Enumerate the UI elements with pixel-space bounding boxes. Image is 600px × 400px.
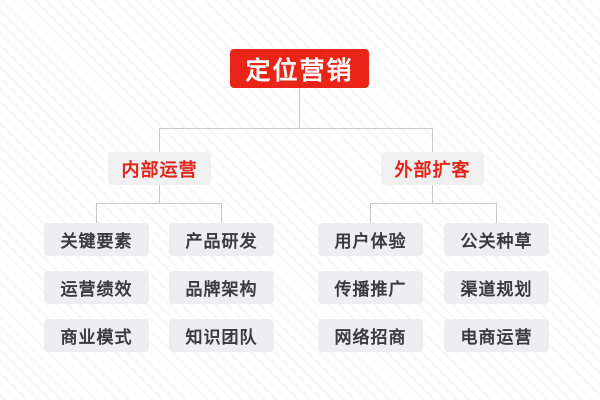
leaf-node-label: 网络招商: [334, 328, 407, 347]
branch-node-waibukuoke[interactable]: 外部扩客: [381, 152, 484, 185]
leaf-node[interactable]: 产品研发: [169, 223, 274, 256]
root-node-label: 定位营销: [245, 56, 354, 85]
leaf-node[interactable]: 知识团队: [169, 319, 274, 352]
connector-root-bar: [159, 128, 433, 129]
leaf-node[interactable]: 品牌架构: [169, 271, 274, 304]
leaf-node[interactable]: 传播推广: [318, 271, 423, 304]
connector-root-stem: [299, 88, 300, 128]
leaf-node[interactable]: 公关种草: [444, 223, 549, 256]
connector-drop-leaf-col2: [221, 203, 222, 223]
connector-drop-leaf-col1: [96, 203, 97, 223]
leaf-node[interactable]: 商业模式: [44, 319, 149, 352]
leaf-node[interactable]: 渠道规划: [444, 271, 549, 304]
branch-node-label: 外部扩客: [394, 159, 471, 180]
leaf-node-label: 传播推广: [334, 280, 407, 299]
leaf-node[interactable]: 电商运营: [444, 319, 549, 352]
leaf-node-label: 用户体验: [334, 232, 407, 251]
connector-drop-leaf-col4: [496, 203, 497, 223]
leaf-node-label: 渠道规划: [460, 280, 533, 299]
leaf-node[interactable]: 用户体验: [318, 223, 423, 256]
connector-right-branch-bar: [370, 203, 496, 204]
branch-node-label: 内部运营: [121, 159, 198, 180]
leaf-node-label: 产品研发: [185, 232, 258, 251]
connector-right-branch-stem: [432, 185, 433, 203]
branch-node-neibuyunying[interactable]: 内部运营: [108, 152, 211, 185]
leaf-node[interactable]: 关键要素: [44, 223, 149, 256]
leaf-node-label: 知识团队: [185, 328, 258, 347]
leaf-node-label: 品牌架构: [185, 280, 258, 299]
leaf-node[interactable]: 网络招商: [318, 319, 423, 352]
connector-drop-branch-left: [159, 128, 160, 152]
root-node-dingweiyingxiao[interactable]: 定位营销: [230, 49, 369, 88]
leaf-node-label: 关键要素: [60, 232, 133, 251]
leaf-node[interactable]: 运营绩效: [44, 271, 149, 304]
leaf-node-label: 商业模式: [60, 328, 133, 347]
leaf-node-label: 电商运营: [460, 328, 533, 347]
connector-drop-leaf-col3: [370, 203, 371, 223]
connector-left-branch-bar: [96, 203, 222, 204]
connector-drop-branch-right: [432, 128, 433, 152]
leaf-node-label: 公关种草: [460, 232, 533, 251]
leaf-node-label: 运营绩效: [60, 280, 133, 299]
connector-left-branch-stem: [159, 185, 160, 203]
